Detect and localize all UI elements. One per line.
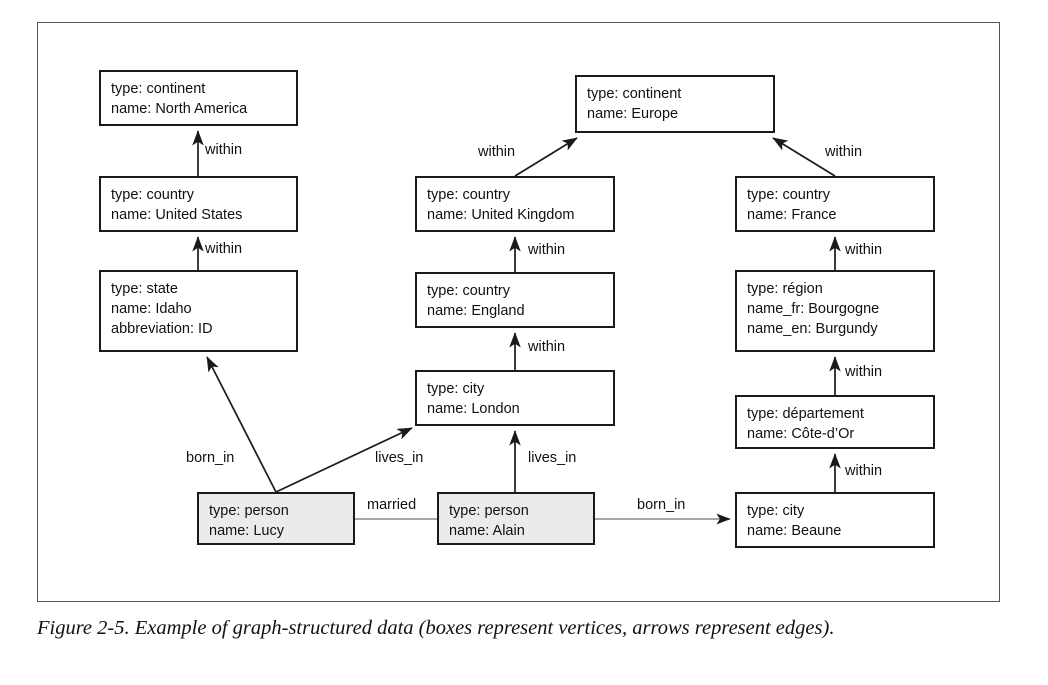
vertex-beaune-prop-1: name: Beaune [747,523,842,539]
vertex-cote_dor-prop-0: type: département [747,406,864,422]
vertex-england-prop-1: name: England [427,303,525,319]
vertex-united_states-prop-1: name: United States [111,207,243,223]
vertex-lucy-prop-0: type: person [209,503,289,519]
edge-label-idaho-united_states: within [205,241,243,257]
vertex-idaho[interactable]: type: state name: Idaho abbreviation: ID [99,270,298,352]
vertex-alain-prop-1: name: Alain [449,523,525,539]
vertex-beaune-prop-0: type: city [747,503,805,519]
vertex-bourgogne-prop-1: name_fr: Bourgogne [747,301,880,317]
vertex-bourgogne-prop-2: name_en: Burgundy [747,321,878,337]
vertex-france-prop-0: type: country [747,187,831,203]
vertex-france-prop-1: name: France [747,207,837,223]
edge-label-united_kingdom-europe: within [478,144,516,160]
vertex-cote_dor[interactable]: type: département name: Côte-d’Or [735,395,935,449]
vertex-united_kingdom[interactable]: type: country name: United Kingdom [415,176,615,232]
vertex-idaho-prop-0: type: state [111,281,178,297]
vertex-london-prop-1: name: London [427,401,520,417]
vertex-united_states-prop-0: type: country [111,187,195,203]
vertex-north_america-prop-1: name: North America [111,101,248,117]
edge-label-alain-london: lives_in [528,450,577,466]
edge-label-bourgogne-france: within [845,242,883,258]
vertex-europe-prop-1: name: Europe [587,106,679,122]
vertex-europe-prop-0: type: continent [587,86,682,102]
vertex-alain-prop-0: type: person [449,503,529,519]
figure-caption: Figure 2-5. Example of graph-structured … [37,617,835,639]
edge-label-lucy-alain: married [367,497,417,513]
edge-label-lucy-idaho: born_in [186,450,235,466]
vertex-france[interactable]: type: country name: France [735,176,935,232]
edge-label-london-england: within [528,339,566,355]
vertex-idaho-prop-1: name: Idaho [111,301,192,317]
vertex-united_states[interactable]: type: country name: United States [99,176,298,232]
edge-label-france-europe: within [825,144,863,160]
vertex-bourgogne[interactable]: type: région name_fr: Bourgogne name_en: B… [735,270,935,352]
vertex-london[interactable]: type: city name: London [415,370,615,426]
edge-label-united_states-north_america: within [205,142,243,158]
vertex-bourgogne-prop-0: type: région [747,281,823,297]
vertex-north_america-prop-0: type: continent [111,81,206,97]
vertex-england-prop-0: type: country [427,283,511,299]
vertex-idaho-prop-2: abbreviation: ID [111,321,213,337]
vertex-united_kingdom-prop-0: type: country [427,187,511,203]
vertex-beaune[interactable]: type: city name: Beaune [735,492,935,548]
edge-label-lucy-london: lives_in [375,450,424,466]
edge-label-cote_dor-bourgogne: within [845,364,883,380]
vertex-london-prop-0: type: city [427,381,485,397]
vertex-united_kingdom-prop-1: name: United Kingdom [427,207,575,223]
vertex-lucy-prop-1: name: Lucy [209,523,284,539]
vertex-lucy[interactable]: type: person name: Lucy [197,492,355,545]
edge-label-alain-beaune: born_in [637,497,686,513]
vertex-cote_dor-prop-1: name: Côte-d’Or [747,426,855,442]
vertex-alain[interactable]: type: person name: Alain [437,492,595,545]
edge-label-beaune-cote_dor: within [845,463,883,479]
vertex-europe[interactable]: type: continent name: Europe [575,75,775,133]
vertex-north_america[interactable]: type: continent name: North America [99,70,298,126]
vertex-england[interactable]: type: country name: England [415,272,615,328]
edge-label-england-united_kingdom: within [528,242,566,258]
